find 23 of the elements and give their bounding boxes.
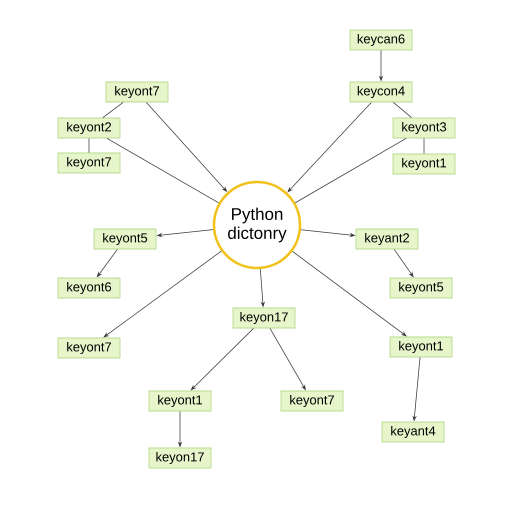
connector-line — [88, 138, 90, 153]
key-box: keyont1 — [390, 336, 452, 358]
key-box: keyont5 — [390, 278, 452, 298]
key-box: keyon17 — [232, 308, 296, 328]
key-box: keyont5 — [94, 228, 156, 250]
key-box: keyant4 — [382, 422, 444, 442]
key-box: keyont7 — [280, 390, 344, 412]
key-box: keycon4 — [350, 82, 412, 102]
key-box: keyant2 — [356, 228, 418, 250]
connector-line — [106, 138, 220, 204]
key-box: keyon17 — [148, 448, 212, 468]
connector-line — [102, 102, 124, 118]
key-box: keyont1 — [148, 390, 212, 412]
key-box: keyont7 — [58, 338, 120, 358]
key-box: keyont6 — [58, 278, 120, 298]
connector-line — [393, 102, 412, 118]
key-box: keyont3 — [392, 118, 456, 138]
key-box: keycan6 — [350, 30, 412, 50]
key-box: keyont7 — [106, 82, 168, 102]
key-box: keyont1 — [392, 154, 456, 174]
connector-line — [294, 138, 406, 204]
key-box: keyont7 — [58, 152, 120, 174]
key-box: keyont2 — [58, 118, 120, 138]
